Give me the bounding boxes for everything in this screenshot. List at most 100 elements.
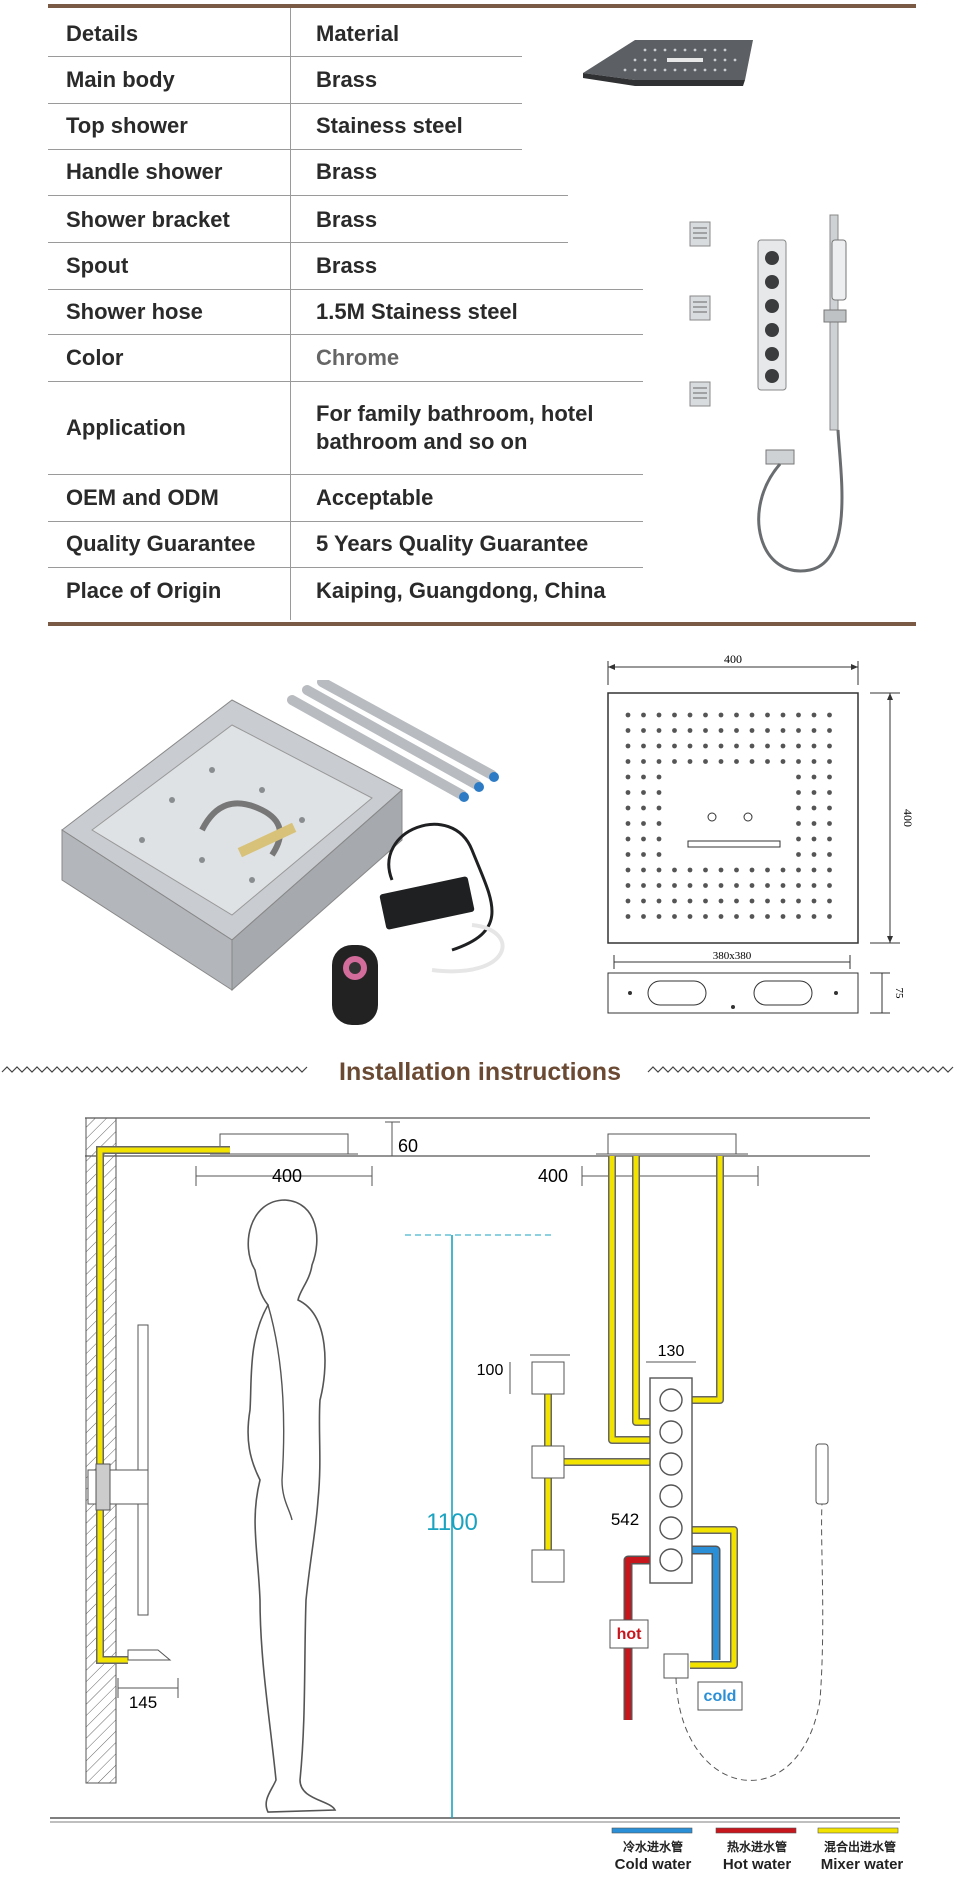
nozzle-dot [765, 898, 770, 904]
nozzle-dot [656, 852, 662, 857]
nozzle-dot [718, 712, 724, 718]
table-row: OEM and ODM Acceptable [48, 478, 433, 518]
nozzle-dot [827, 805, 832, 811]
nozzle-dot [656, 743, 662, 749]
row-divider [48, 381, 643, 382]
nozzle-dot [641, 790, 646, 795]
nozzle-dot [687, 759, 693, 764]
table-bottom-rule [48, 622, 916, 626]
nozzle-dot [796, 852, 801, 857]
nozzle-dot [765, 728, 770, 733]
nozzle-dot [656, 790, 662, 795]
nozzle-dot [687, 914, 693, 919]
nozzle-dot [656, 883, 662, 888]
dim-box-width: 380x380 [713, 950, 752, 962]
row-divider [48, 56, 522, 57]
nozzle-dot [827, 743, 832, 749]
nozzle-dot [672, 759, 677, 764]
nozzle-dot [656, 867, 662, 873]
row-label: Color [66, 345, 124, 370]
nozzle-dot [811, 774, 817, 780]
row-divider [48, 334, 643, 335]
nozzle-dot [796, 883, 801, 888]
row-label: Shower hose [66, 299, 203, 324]
nozzle-dot [796, 759, 801, 764]
nozzle-dot [827, 790, 832, 795]
nozzle-dot [656, 712, 662, 718]
nozzle-dot [796, 867, 801, 873]
nozzle-dot [734, 743, 739, 749]
table-row: Details Material [48, 14, 399, 54]
installation-diagram: 400 60 145 1100 400 [50, 1117, 900, 1834]
nozzle-dot [718, 728, 724, 733]
nozzle-dot [656, 805, 662, 811]
nozzle-dot [641, 774, 646, 780]
row-value: Brass [316, 159, 378, 184]
row-label: Quality Guarantee [66, 531, 256, 556]
nozzle-dot [641, 883, 646, 888]
nozzle-dot [749, 898, 755, 904]
nozzle-dot-grid [625, 712, 832, 919]
row-label: Details [66, 21, 139, 46]
row-value: Brass [316, 207, 378, 232]
nozzle-dot [749, 743, 755, 749]
nozzle-dot [734, 883, 739, 888]
table-row: Top shower Stainess steel [48, 106, 463, 146]
legend-cold-en: Cold water [614, 1856, 692, 1873]
nozzle-dot [656, 836, 662, 842]
nozzle-dot [625, 790, 631, 795]
nozzle-dot [811, 728, 817, 733]
dimension-drawing: 400 400 380x380 75 [607, 655, 915, 1014]
nozzle-dot [811, 852, 817, 857]
nozzle-dot [625, 743, 631, 749]
nozzle-dot [749, 883, 755, 888]
table-row: Application For family bathroom, hotel b… [48, 384, 636, 472]
nozzle-dot [780, 712, 786, 718]
nozzle-dot [796, 790, 801, 795]
nozzle-dot [672, 867, 677, 873]
nozzle-dot [641, 805, 646, 811]
nozzle-dot [625, 712, 631, 718]
nozzle-dot [641, 852, 646, 857]
row-label: OEM and ODM [66, 485, 219, 510]
row-value: For family bathroom, hotel bathroom and … [316, 401, 594, 454]
nozzle-dot [718, 743, 724, 749]
nozzle-dot [734, 867, 739, 873]
row-label: Top shower [66, 113, 188, 138]
nozzle-dot [687, 898, 693, 904]
nozzle-dot [625, 805, 631, 811]
nozzle-dot [625, 728, 631, 733]
table-row: Spout Brass [48, 246, 377, 286]
hot-label: hot [617, 1626, 643, 1643]
dim-valve-offset: 542 [611, 1510, 639, 1529]
nozzle-dot [672, 728, 677, 733]
dim-jets-spacing: 100 [477, 1362, 504, 1379]
nozzle-dot [656, 898, 662, 904]
nozzle-dot [656, 774, 662, 780]
nozzle-dot [749, 867, 755, 873]
nozzle-dot [734, 728, 739, 733]
zigzag-divider [1, 1066, 954, 1073]
dim-top-width: 400 [724, 655, 742, 666]
dim-ceiling-gap: 60 [398, 1136, 418, 1156]
row-divider [48, 567, 643, 568]
nozzle-dot [827, 852, 832, 857]
cold-label: cold [704, 1688, 737, 1705]
nozzle-dot [672, 743, 677, 749]
nozzle-dot [625, 852, 631, 857]
nozzle-dot [827, 898, 832, 904]
nozzle-dot [780, 883, 786, 888]
row-label: Spout [66, 253, 129, 278]
nozzle-dot [811, 743, 817, 749]
nozzle-dot [641, 898, 646, 904]
nozzle-dot [718, 759, 724, 764]
nozzle-dot [811, 712, 817, 718]
nozzle-dot [765, 712, 770, 718]
nozzle-dot [641, 821, 646, 826]
nozzle-dot [641, 914, 646, 919]
table-row: Place of Origin Kaiping, Guangdong, Chin… [48, 570, 606, 612]
nozzle-dot [780, 914, 786, 919]
nozzle-dot [811, 914, 817, 919]
nozzle-dot [765, 743, 770, 749]
nozzle-dot [703, 867, 708, 873]
